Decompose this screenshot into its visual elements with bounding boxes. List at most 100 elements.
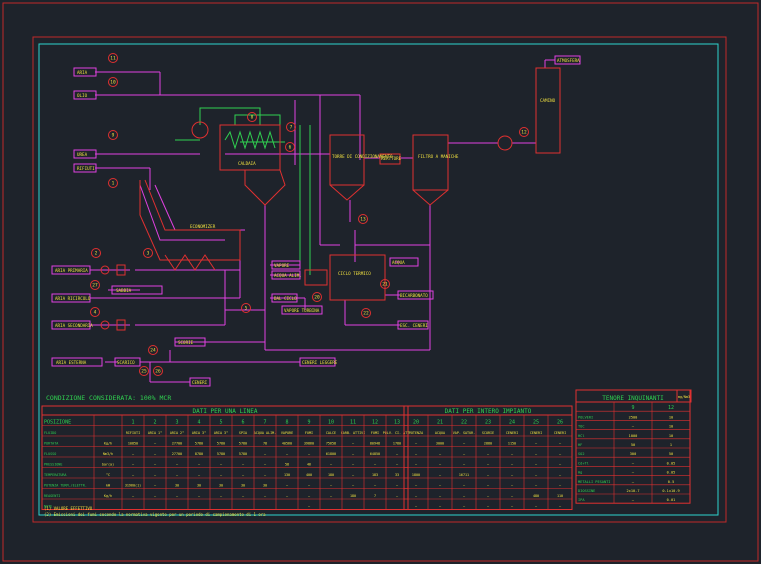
- tag-labels: ARIA OLIO UREA RIFIUTI ARIA PRIMARIA ARI…: [51, 55, 581, 387]
- table1-cell: —: [154, 473, 157, 477]
- table3-cell: 50: [669, 452, 673, 456]
- node-20: 20: [312, 292, 322, 302]
- table1-cell: PRESSIONE: [44, 463, 62, 467]
- label-camino: CAMINO: [540, 98, 556, 103]
- table1-cell: —: [308, 494, 311, 498]
- svg-text:6: 6: [289, 145, 292, 151]
- node-8: 8: [247, 112, 257, 122]
- table2-cell: —: [415, 494, 418, 498]
- filter-filtro: [412, 134, 449, 191]
- node-26: 26: [153, 366, 163, 376]
- table1-cell: ARIA 2°: [170, 431, 184, 435]
- footnote-1: (1) VALORE EFFETTIVO: [44, 506, 93, 511]
- table3-cell: 300: [630, 452, 637, 456]
- table3-cell: 10: [669, 425, 673, 429]
- table1-cell: 130: [284, 473, 290, 477]
- table2-cell: 26: [557, 420, 563, 426]
- table1-cell: —: [242, 463, 245, 467]
- table2-cell: —: [535, 442, 538, 446]
- table1-cell: 13: [394, 420, 400, 426]
- table1-cell: 33: [395, 473, 399, 477]
- tag-ceneri: CENERI: [192, 380, 208, 385]
- node-25: 25: [139, 366, 149, 376]
- table1-cell: —: [374, 463, 377, 467]
- node-13: 13: [358, 214, 368, 224]
- table1-cell: 10850: [128, 442, 138, 446]
- tag-aria-esterna: ARIA ESTERNA: [56, 360, 87, 365]
- table1-cell: —: [242, 494, 245, 498]
- svg-text:20: 20: [314, 295, 320, 301]
- table1-cell: 27700: [172, 442, 182, 446]
- svg-text:22: 22: [363, 311, 369, 317]
- table2-cell: 480: [533, 494, 539, 498]
- node-2: 2: [91, 248, 101, 258]
- table3-cell: Hg: [578, 471, 582, 475]
- node-21: 21: [380, 279, 390, 289]
- table1-cell: —: [176, 463, 179, 467]
- fan-icon: [497, 135, 513, 151]
- table1-cell: —: [154, 463, 157, 467]
- table1-cell: —: [132, 473, 135, 477]
- table1-cell: FUMI: [371, 431, 379, 435]
- table1-cell: Kg/h: [104, 494, 112, 498]
- tag-aria: ARIA: [77, 70, 88, 75]
- label-economizer: ECONOMIZER: [190, 224, 216, 229]
- svg-text:8: 8: [251, 115, 254, 121]
- table3-cell: 9: [631, 405, 634, 411]
- table1-cell: 7: [263, 420, 266, 426]
- table1-cell: 75658: [326, 442, 336, 446]
- table1-cell: —: [198, 463, 201, 467]
- table1-cell: 180: [328, 473, 334, 477]
- piping-green: [175, 107, 311, 275]
- table1-cell: TEMPERATURA: [44, 473, 66, 477]
- thermal-cycle: [329, 254, 386, 301]
- table2-cell: —: [415, 463, 418, 467]
- table1-cell: —: [308, 452, 311, 456]
- table1-cell: —: [176, 494, 179, 498]
- tag-urea: UREA: [77, 152, 88, 157]
- table1-cell: POTENZA TERM./ELETTR.: [44, 484, 87, 488]
- table1-cell: —: [330, 494, 333, 498]
- table2-cell: —: [511, 505, 514, 509]
- table3-cell: —: [632, 498, 635, 502]
- svg-text:26: 26: [155, 369, 161, 375]
- table1-cell: —: [396, 494, 399, 498]
- equipment: [100, 67, 561, 331]
- table1-cell: Kg/h: [104, 442, 112, 446]
- table2-cell: —: [463, 442, 466, 446]
- svg-text:27: 27: [92, 283, 98, 289]
- table1-cell: —: [352, 452, 355, 456]
- table2-cell: 3000: [436, 442, 444, 446]
- table2-cell: 24: [509, 420, 515, 426]
- table1-cell: POLV. CI. ATT.: [383, 431, 412, 435]
- table2-cell: —: [487, 452, 490, 456]
- svg-text:2: 2: [95, 251, 98, 257]
- tag-acqua-alim: ACQUA ALIM.: [274, 273, 302, 278]
- svg-text:21: 21: [382, 282, 388, 288]
- node-9: 9: [108, 130, 118, 140]
- table1-cell: —: [396, 452, 399, 456]
- table2-cell: —: [415, 505, 418, 509]
- table2-cell: —: [439, 505, 442, 509]
- table1-cell: —: [264, 473, 267, 477]
- table1-cell: —: [154, 442, 157, 446]
- table1-cell: RIFIUTI: [126, 431, 140, 435]
- table1-cell: 58: [285, 463, 289, 467]
- table1-cell: —: [132, 463, 135, 467]
- table2-cell: —: [535, 505, 538, 509]
- table1-cell: —: [220, 494, 223, 498]
- table2-cell: —: [511, 484, 514, 488]
- tag-esc-ceneri: ESC. CENERI: [400, 323, 428, 328]
- svg-text:9: 9: [112, 133, 115, 139]
- tag-aria-secondaria: ARIA SECONDARIA: [55, 323, 93, 328]
- table1-cell: 40560: [282, 442, 292, 446]
- table1-cell: —: [264, 494, 267, 498]
- table1-title: DATI PER UNA LINEA: [192, 408, 257, 415]
- table3-cell: —: [632, 461, 635, 465]
- table1-cell: —: [286, 484, 289, 488]
- table2-cell: POTENZA: [409, 431, 423, 435]
- table1-cell: —: [330, 484, 333, 488]
- table1-cell: 8: [285, 420, 288, 426]
- table3-cell: METALLI PESANTI: [578, 480, 610, 484]
